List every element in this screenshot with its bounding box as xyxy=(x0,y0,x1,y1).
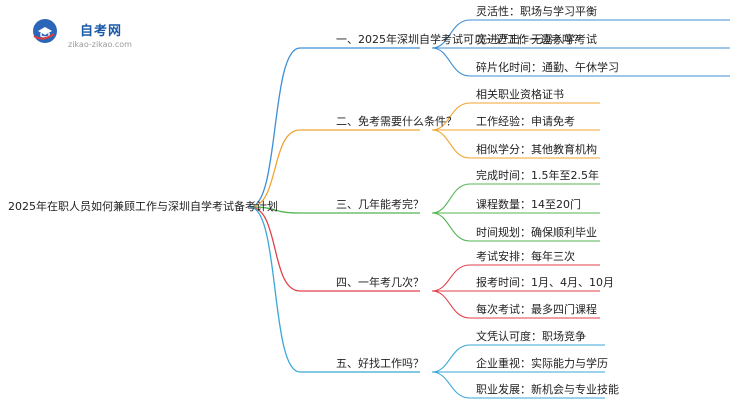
leaf-edge xyxy=(431,371,471,399)
branch-label: 一、2025年深圳自学考试可以一边工作一边考吗？ xyxy=(336,33,584,46)
graduation-cap-icon xyxy=(33,19,57,43)
branch-edge xyxy=(249,206,301,214)
branch-edge xyxy=(249,206,301,373)
logo-title: 自考网 xyxy=(80,24,123,39)
leaf-label: 宽进严出：无需入学考试 xyxy=(476,33,597,46)
leaf-edge xyxy=(431,47,471,77)
leaf-label: 工作经验：申请免考 xyxy=(476,115,575,128)
leaf-label: 碎片化时间：通勤、午休学习 xyxy=(476,61,619,74)
site-logo: 自考网 zikao-zikao.com xyxy=(28,14,158,54)
leaf-label: 相似学分：其他教育机构 xyxy=(476,143,597,156)
leaf-edge xyxy=(431,102,471,131)
leaf-edge xyxy=(431,212,471,242)
leaf-edge xyxy=(431,19,471,49)
branch-label: 四、一年考几次？ xyxy=(336,276,424,289)
leaf-label: 课程数量：14至20门 xyxy=(476,198,581,211)
leaf-edge xyxy=(431,129,471,159)
leaf-label: 职业发展：新机会与专业技能 xyxy=(476,383,619,396)
logo-subtitle: zikao-zikao.com xyxy=(68,40,132,49)
branch-label: 三、几年能考完？ xyxy=(336,198,424,211)
leaf-label: 文凭认可度：职场竞争 xyxy=(476,330,586,343)
leaf-label: 时间规划：确保顺利毕业 xyxy=(476,226,597,239)
branch-edge xyxy=(249,47,301,208)
leaf-edge xyxy=(431,290,471,319)
branch-label: 二、免考需要什么条件？ xyxy=(336,115,457,128)
leaf-edge xyxy=(431,264,471,292)
leaf-label: 企业重视：实际能力与学历 xyxy=(476,357,608,370)
leaf-edge xyxy=(431,344,471,373)
root-topic: 2025年在职人员如何兼顾工作与深圳自学考试备考计划 xyxy=(8,200,278,213)
leaf-label: 相关职业资格证书 xyxy=(476,88,564,101)
leaf-label: 每次考试：最多四门课程 xyxy=(476,303,597,316)
leaf-label: 报考时间：1月、4月、10月 xyxy=(476,276,614,289)
branch-edge xyxy=(249,206,301,292)
branch-edge xyxy=(249,129,301,208)
leaf-label: 考试安排：每年三次 xyxy=(476,250,575,263)
leaf-edge xyxy=(431,183,471,214)
leaf-label: 完成时间：1.5年至2.5年 xyxy=(476,169,599,182)
branch-label: 五、好找工作吗？ xyxy=(336,357,424,370)
leaf-label: 灵活性：职场与学习平衡 xyxy=(476,5,597,18)
